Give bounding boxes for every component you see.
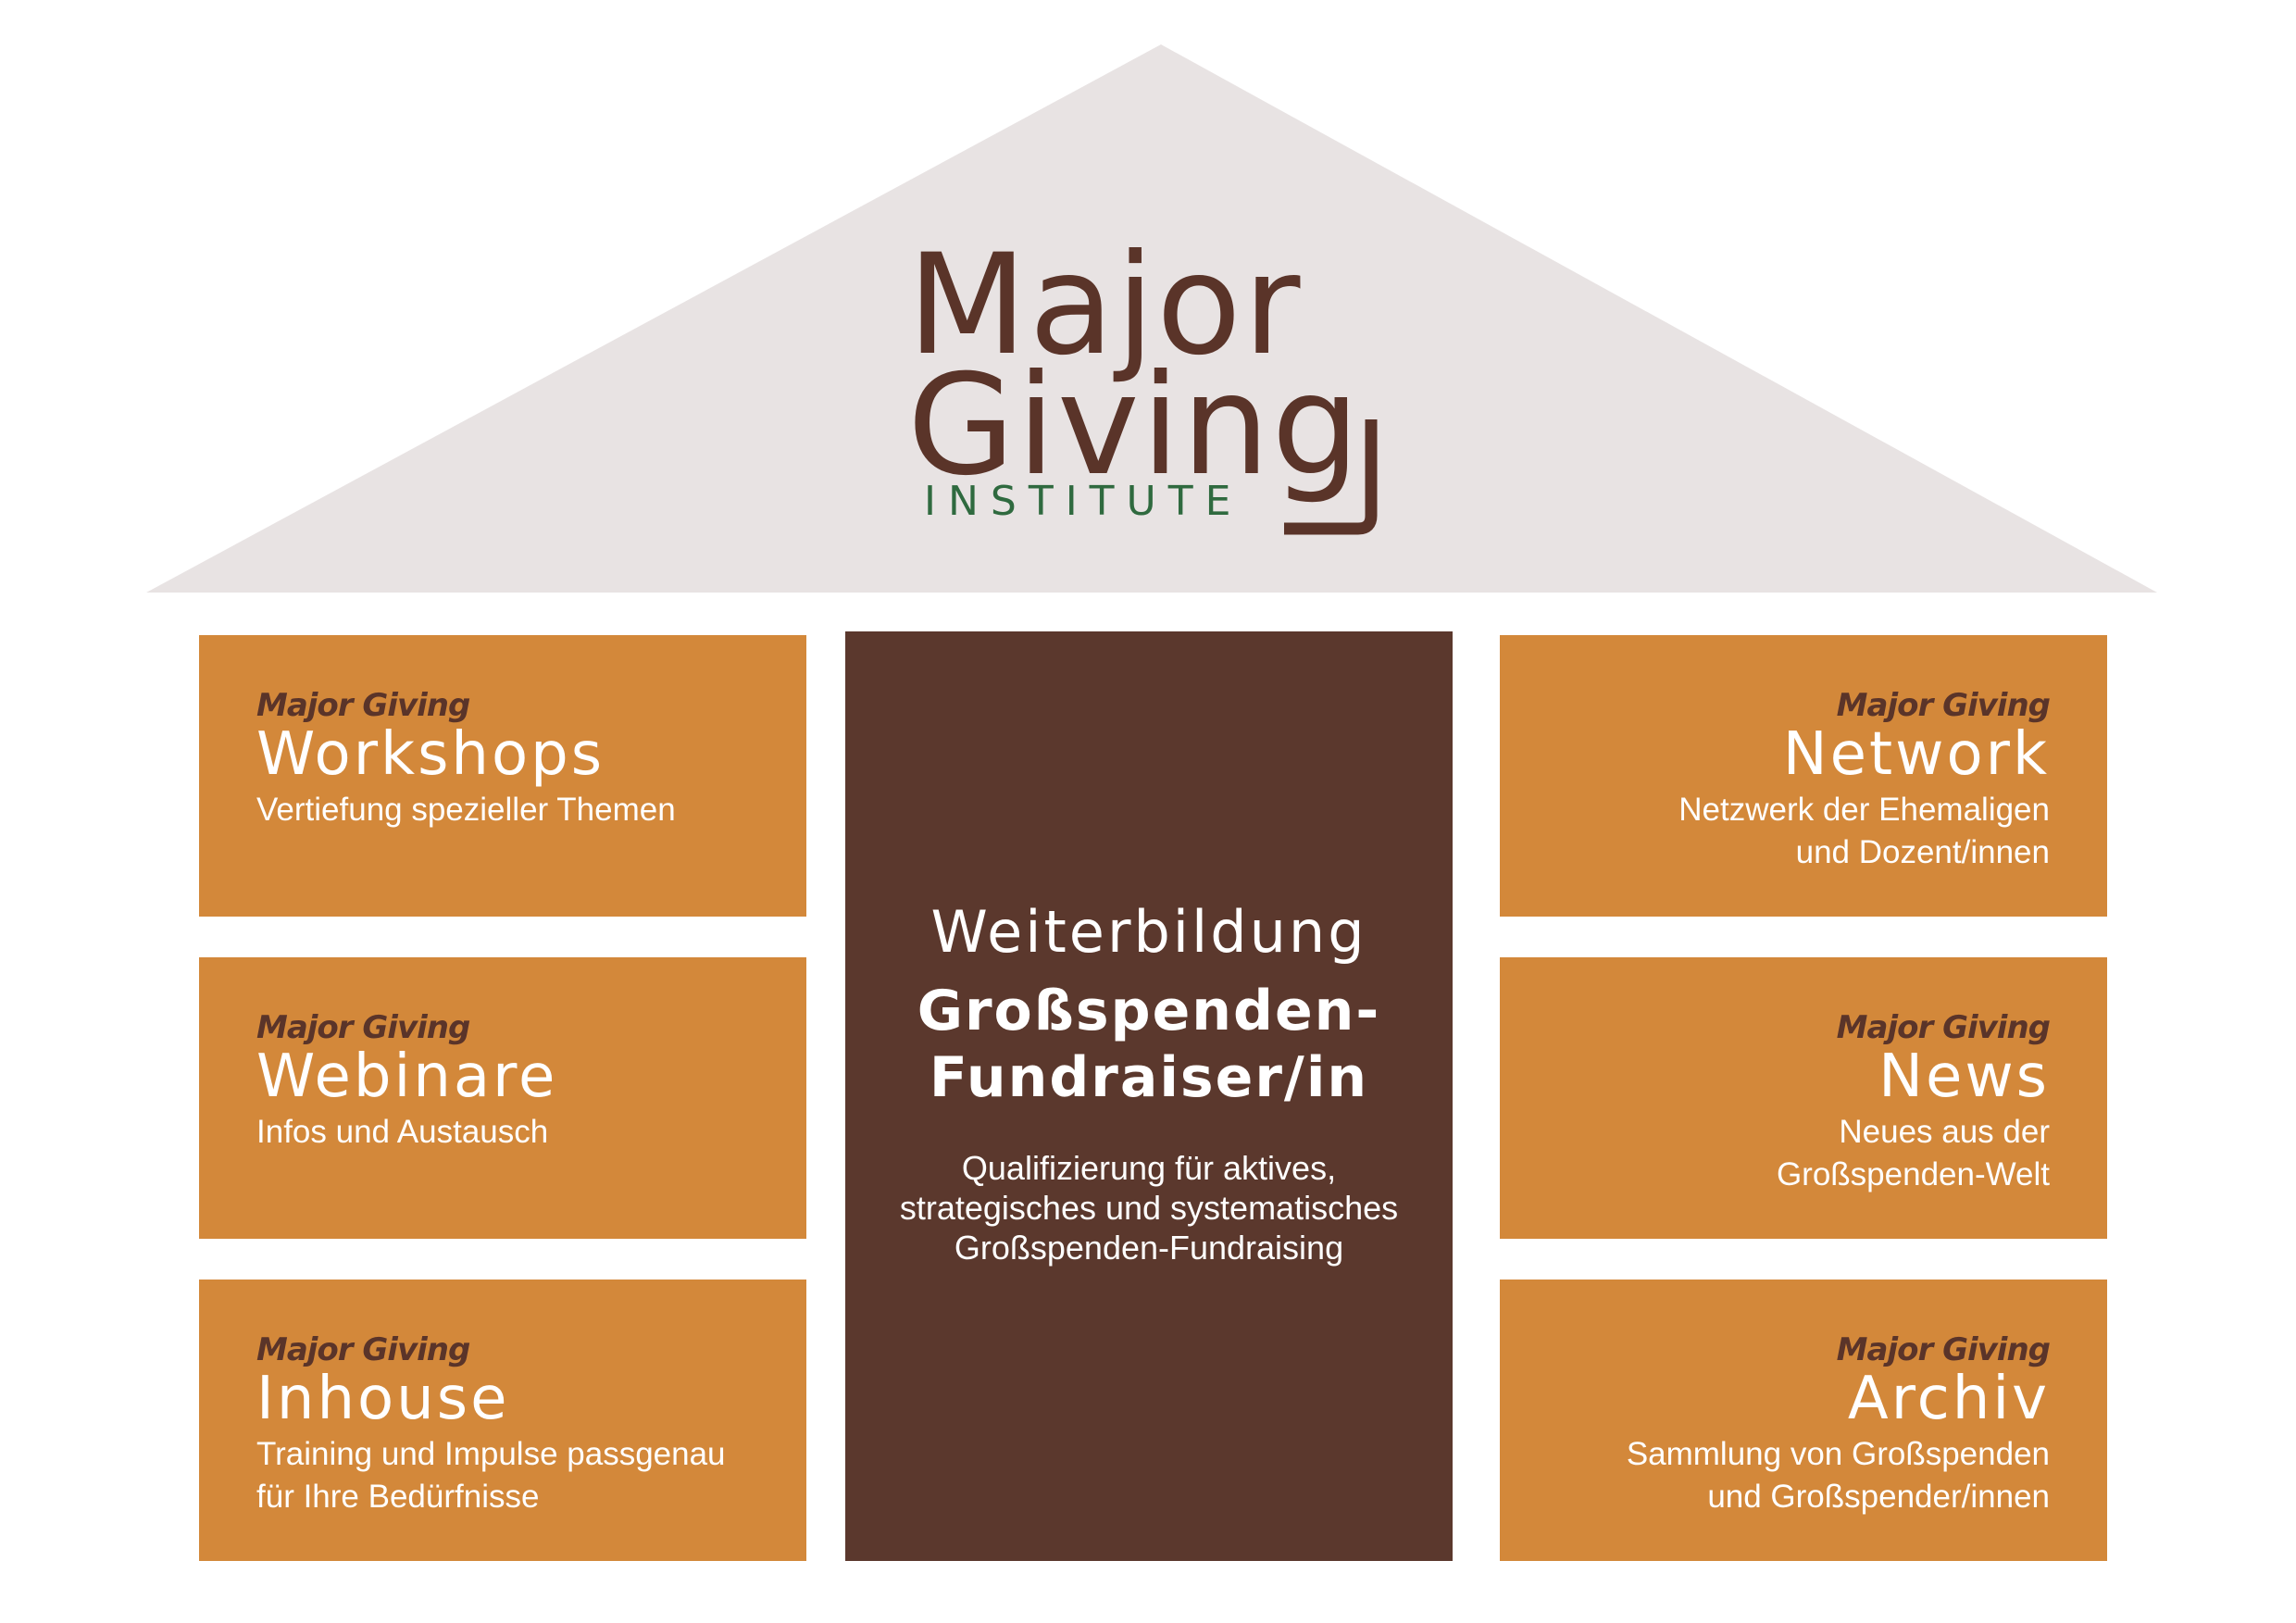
logo-word-institute: INSTITUTE [924,478,1243,525]
center-description-line-2: strategisches und systematisches [899,1189,1399,1227]
box-description-line-1: Training und Impulse passgenau [256,1436,726,1472]
center-description-line-3: Großspenden-Fundraising [954,1229,1344,1267]
box-title: News [1878,1042,2050,1111]
logo-word-major: Major [907,225,1303,386]
center-pillar-weiterbildung[interactable]: Weiterbildung Großspenden- Fundraiser/in… [845,631,1453,1561]
box-title: Network [1782,720,2050,789]
box-description-line-2: und Dozent/innen [1795,834,2050,870]
center-description-line-1: Qualifizierung für aktives, [961,1149,1337,1187]
center-title: Weiterbildung [930,898,1367,966]
box-description-line-1: Netzwerk der Ehemaligen [1678,792,2050,828]
box-description-line-2: für Ihre Bedürfnisse [256,1479,540,1515]
box-inhouse[interactable]: Major Giving Inhouse Training und Impuls… [199,1280,806,1561]
box-archiv[interactable]: Major Giving Archiv Sammlung von Großspe… [1500,1280,2107,1561]
box-description-line-1: Sammlung von Großspenden [1626,1436,2050,1472]
box-title: Inhouse [256,1365,510,1433]
box-brand-label: Major Giving [1836,1009,2051,1046]
box-title: Archiv [1847,1365,2050,1433]
box-description-line-2: und Großspender/innen [1707,1479,2050,1515]
box-network[interactable]: Major Giving Network Netzwerk der Ehemal… [1500,635,2107,917]
box-description-line-2: Großspenden-Welt [1776,1156,2050,1192]
logo-word-giving: Giving [907,345,1362,506]
box-title: Workshops [256,720,605,789]
box-webinare[interactable]: Major Giving Webinare Infos und Austausc… [199,957,806,1239]
box-brand-label: Major Giving [256,1331,470,1368]
logo-g-descender [1284,419,1378,535]
box-description-line-1: Vertiefung spezieller Themen [256,792,676,828]
box-brand-label: Major Giving [256,687,470,724]
box-brand-label: Major Giving [256,1009,470,1046]
box-title: Webinare [256,1042,558,1111]
roof-triangle [146,44,2157,593]
box-description-line-1: Infos und Austausch [256,1114,549,1150]
box-brand-label: Major Giving [1836,687,2051,724]
box-workshops[interactable]: Major Giving Workshops Vertiefung spezie… [199,635,806,917]
major-giving-institute-logo: Major Giving INSTITUTE [907,236,1407,542]
box-description-line-1: Neues aus der [1839,1114,2050,1150]
box-news[interactable]: Major Giving News Neues aus der Großspen… [1500,957,2107,1239]
center-subtitle-line-1: Großspenden- [917,979,1381,1043]
box-brand-label: Major Giving [1836,1331,2051,1368]
center-subtitle-line-2: Fundraiser/in [929,1045,1369,1110]
